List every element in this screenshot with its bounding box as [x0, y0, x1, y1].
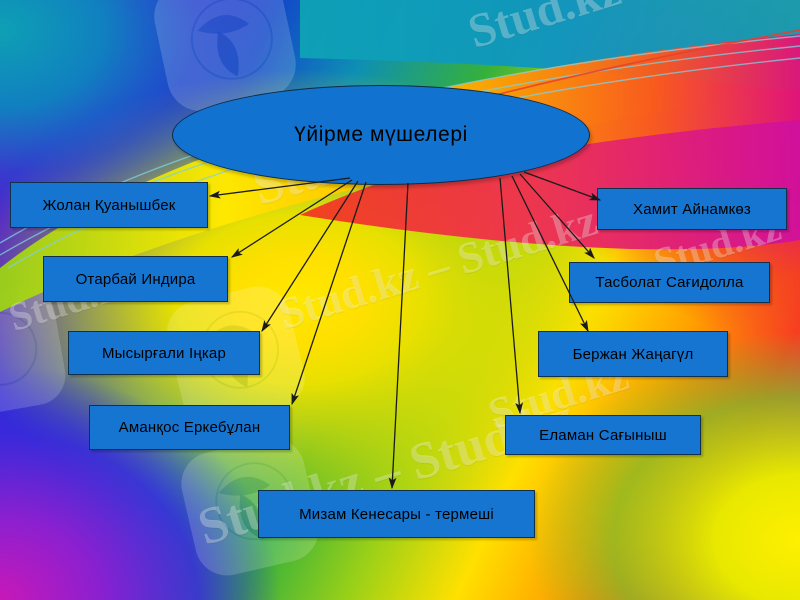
arrow-to-zholan — [208, 177, 351, 199]
arrow-to-berzhan — [511, 175, 589, 333]
arrow-to-mizam — [388, 182, 409, 490]
arrow-to-elaman — [499, 177, 524, 415]
arrow-to-amanqos — [291, 181, 367, 406]
arrow-to-mysyrgali — [261, 180, 359, 333]
arrow-to-khamit — [523, 171, 602, 201]
